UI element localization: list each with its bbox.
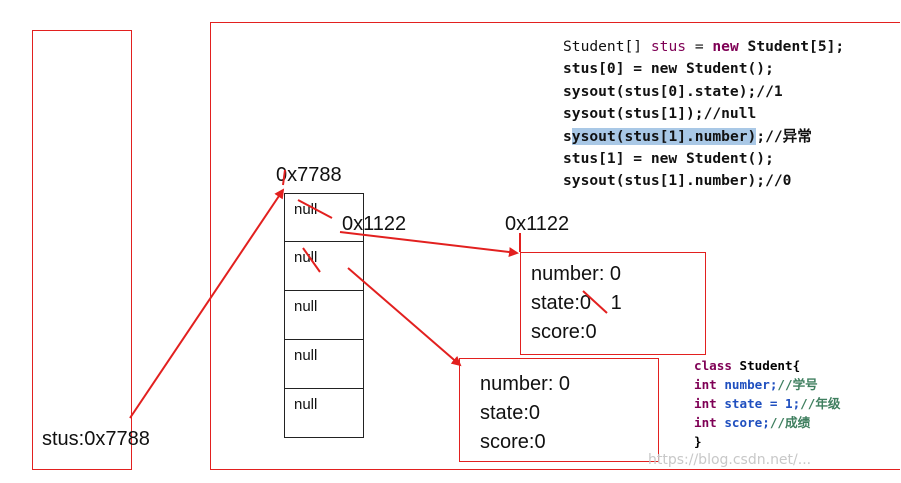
code-line-4: sysout(stus[1]);//null [563, 105, 757, 123]
class-line-4: int score;//成绩 [694, 415, 811, 430]
array-cell-4: null [284, 389, 364, 438]
code-line-3: sysout(stus[0].state);//1 [563, 82, 783, 100]
array-cell-0: null [284, 193, 364, 242]
object2-score: score:0 [480, 431, 546, 453]
class-line-3: int state = 1;//年级 [694, 396, 841, 411]
array-cell-2: null [284, 291, 364, 340]
student-object-1: number: 0 state:0 1 score:0 [520, 252, 706, 355]
class-line-2: int number;//学号 [694, 377, 818, 392]
object2-number: number: 0 [480, 373, 571, 395]
heap-memory-box [210, 22, 900, 470]
code-line-2: stus[0] = new Student(); [563, 60, 774, 78]
code-line-6: stus[1] = new Student(); [563, 149, 774, 167]
array-address-label: 0x7788 [276, 164, 342, 186]
array-cell-3: null [284, 340, 364, 389]
class-definition: class Student{ int number;//学号 int state… [694, 356, 841, 451]
stack-memory-box [32, 30, 132, 470]
code-snippet: Student[] stus = new Student[5]; stus[0]… [563, 36, 844, 193]
strike-null-1 [302, 247, 321, 273]
object1-score: score:0 [531, 321, 597, 343]
class-line-1: class Student{ [694, 358, 801, 373]
object1-state-row: state:0 1 [531, 292, 705, 321]
object1-state: state:0 [531, 292, 592, 314]
object1-address-label: 0x1122 [505, 213, 570, 235]
pointer-address-label: 0x1122 [342, 213, 407, 235]
object1-number: number: 0 [531, 263, 622, 285]
code-line-7: sysout(stus[1].number);//0 [563, 172, 792, 190]
arrow-array1-to-object2 [347, 267, 462, 367]
student-object-2: number: 0 state:0 score:0 [459, 358, 659, 462]
class-line-5: } [694, 434, 702, 449]
arrow-address-pointer [282, 169, 286, 186]
stack-variable-label: stus:0x7788 [42, 428, 150, 450]
arrow-stack-to-array [129, 188, 285, 419]
highlighted-code: ysout(stus[1].number) [571, 127, 757, 145]
strike-state-0 [582, 290, 608, 314]
object2-state: state:0 [480, 402, 541, 424]
strike-null-0 [297, 199, 333, 219]
arrow-array0-to-object1 [339, 231, 519, 258]
code-line-5: sysout(stus[1].number);//异常 [563, 127, 812, 145]
object1-state-new: 1 [610, 292, 622, 314]
code-line-1: Student[] stus = new Student[5]; [563, 38, 845, 55]
watermark: https://blog.csdn.net/... [648, 452, 812, 468]
